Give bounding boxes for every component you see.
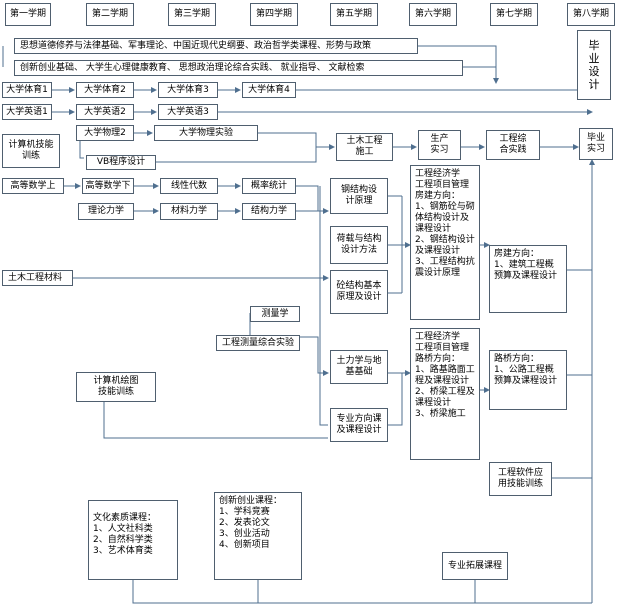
- course-soil-mechanics: 土力学与地 基基础: [330, 350, 388, 384]
- course-civil-construction: 土木工程 施工: [336, 133, 393, 161]
- course-probability: 概率统计: [242, 178, 296, 194]
- course-computer-skills: 计算机技能 训练: [2, 134, 60, 168]
- semester-header-8: 第八学期: [567, 3, 615, 26]
- course-advanced-math-2: 高等数学下: [82, 178, 134, 194]
- course-politics: 思想道德修养与法律基础、军事理论、中国近现代史纲要、政治哲学类课程、形势与政策: [14, 38, 418, 54]
- course-graduation-practice: 毕业 实习: [579, 128, 613, 160]
- course-innovation-entrepreneurship: 创新创业课程： 1、学科竞赛 2、发表论文 3、创业活动 4、创新项目: [214, 492, 302, 580]
- course-physics-2: 大学物理2: [76, 125, 134, 141]
- course-comprehensive-practice: 工程综 合实践: [486, 130, 540, 160]
- course-english-1: 大学英语1: [2, 104, 52, 120]
- semester-header-1: 第一学期: [5, 3, 51, 26]
- course-material-mechanics: 材料力学: [160, 203, 218, 220]
- course-structural-mechanics: 结构力学: [242, 203, 296, 220]
- course-english-2: 大学英语2: [76, 104, 134, 120]
- course-physics-lab: 大学物理实验: [154, 125, 258, 141]
- course-production-practice: 生产 实习: [418, 130, 461, 160]
- course-major-design: 专业方向课 及课程设计: [330, 408, 388, 442]
- semester-header-3: 第三学期: [168, 3, 216, 26]
- course-building-budget: 房建方向： 1、建筑工程概 预算及课程设计: [489, 245, 567, 313]
- course-extension: 专业拓展课程: [442, 552, 508, 580]
- course-advanced-math-1: 高等数学上: [2, 178, 64, 194]
- course-theoretical-mechanics: 理论力学: [78, 203, 134, 220]
- course-linear-algebra: 线性代数: [160, 178, 218, 194]
- course-pe-2: 大学体育2: [76, 82, 134, 98]
- course-innovation-basics: 创新创业基础、 大学生心理健康教育、 思想政治理论综合实践、 就业指导、 文献检…: [14, 60, 463, 76]
- course-software-skills: 工程软件应 用技能训练: [489, 462, 552, 496]
- course-steel-design: 钢结构设 计原理: [330, 178, 388, 214]
- course-pe-1: 大学体育1: [2, 82, 52, 98]
- course-graduation-design: 毕 业 设 计: [577, 30, 611, 100]
- course-english-3: 大学英语3: [158, 104, 218, 120]
- course-surveying: 测量学: [250, 306, 300, 322]
- course-pe-4: 大学体育4: [242, 82, 296, 98]
- semester-header-7: 第七学期: [490, 3, 538, 26]
- course-bridge-track: 工程经济学 工程项目管理 路桥方向： 1、路基路面工 程及课程设计 2、桥梁工程…: [410, 328, 480, 460]
- semester-header-6: 第六学期: [409, 3, 457, 26]
- course-load-design: 荷载与结构 设计方法: [330, 226, 388, 264]
- course-bridge-budget: 路桥方向： 1、公路工程概 预算及课程设计: [489, 350, 567, 410]
- course-vb-programming: VB程序设计: [86, 155, 156, 170]
- semester-header-2: 第二学期: [86, 3, 134, 26]
- course-culture: 文化素质课程： 1、人文社科类 2、自然科学类 3、艺术体育类: [88, 500, 178, 580]
- course-survey-practice: 工程测量综合实验: [216, 335, 300, 351]
- course-civil-materials: 土木工程材料: [2, 270, 73, 286]
- course-concrete-design: 砼结构基本 原理及设计: [330, 270, 388, 314]
- course-building-track: 工程经济学 工程项目管理 房建方向： 1、钢筋砼与砌 体结构设计及 课程设计 2…: [410, 165, 480, 320]
- course-cad-training: 计算机绘图 技能训练: [76, 372, 156, 402]
- course-pe-3: 大学体育3: [158, 82, 218, 98]
- semester-header-5: 第五学期: [330, 3, 378, 26]
- semester-header-4: 第四学期: [250, 3, 298, 26]
